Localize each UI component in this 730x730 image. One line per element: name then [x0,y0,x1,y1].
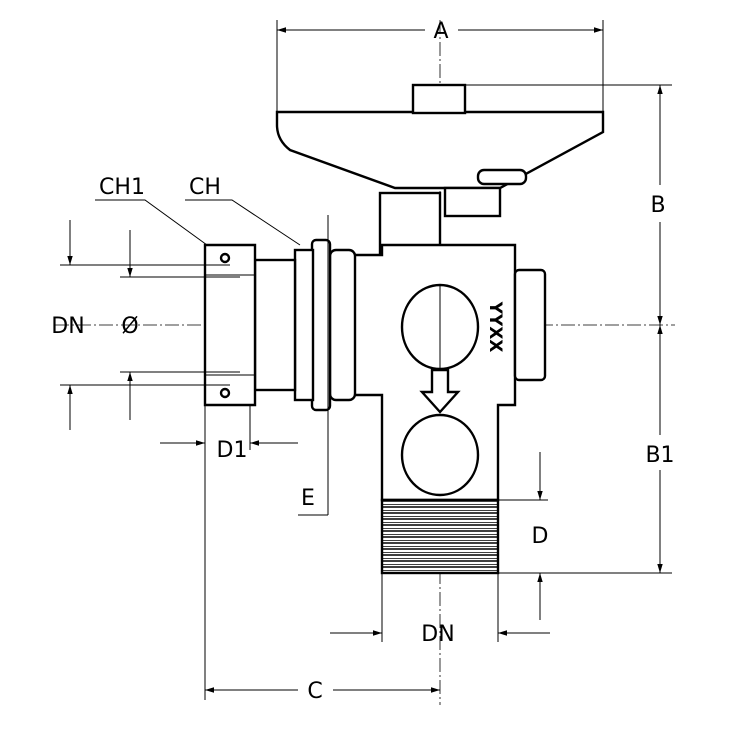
dimension-label: A [433,19,448,44]
side-cap [513,268,547,382]
dimension-label: E [301,486,315,511]
dimension-b1: B1 [645,325,675,573]
hex-nut-ch [310,238,332,412]
dimension-a: A [276,19,604,112]
flow-arrow-icon [419,368,461,414]
dimension-label: C [307,679,322,704]
dimension-label: B [650,193,665,218]
dimension-label: DN [421,622,454,647]
threaded-outlet [380,498,500,575]
leader-ch1: CH1 [95,175,208,246]
body-marking: YYXX [485,301,505,353]
dimension-b: B [465,84,672,574]
dimension-label: D [532,524,549,549]
dimension-label: DN [51,314,84,339]
dimension-label: Ø [121,314,138,339]
dimension-d1: D1 [160,405,298,700]
valve-body: YYXX [203,83,605,575]
dimension-label: B1 [645,443,674,468]
handle [275,110,605,190]
dimension-label: CH [189,175,221,200]
handle-screw [411,83,467,115]
dimension-label: D1 [217,438,248,463]
leader-ch: CH [185,175,301,246]
dimension-e: E [298,215,329,516]
dimension-diameter: Ø [120,230,240,420]
lower-port [400,413,480,497]
dimension-dn-left: DN [51,220,230,430]
union-nut-ch1 [203,243,257,407]
dimension-label: CH1 [99,175,145,200]
dimension-c: C [205,679,440,704]
dimension-dn-bottom: DN [330,573,550,647]
dimension-d: D [498,452,548,620]
